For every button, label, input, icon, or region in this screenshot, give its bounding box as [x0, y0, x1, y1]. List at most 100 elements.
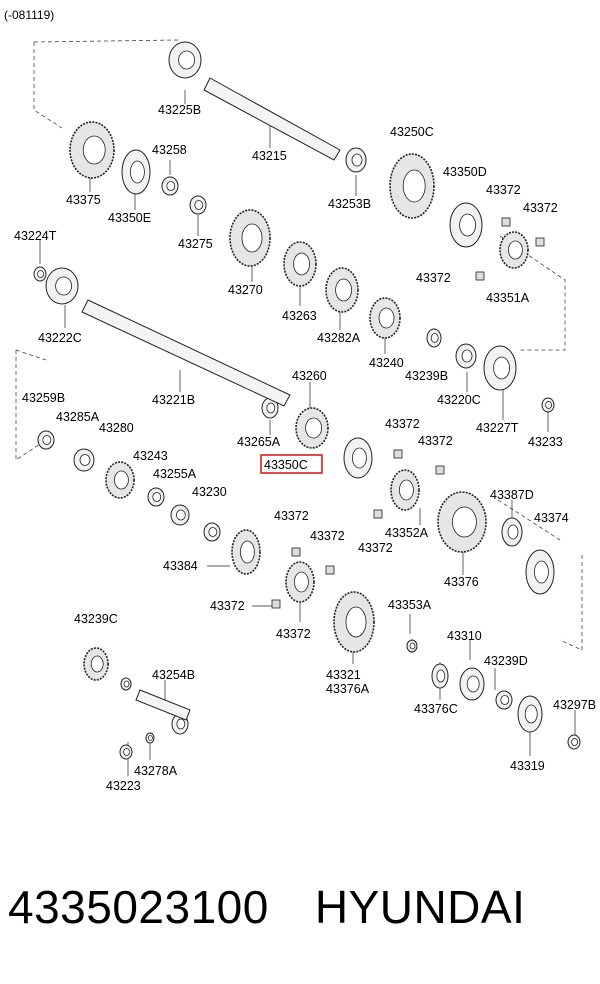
- part-label[interactable]: 43372: [416, 271, 451, 285]
- part-label[interactable]: 43258: [152, 143, 187, 157]
- part-label[interactable]: 43319: [510, 759, 545, 773]
- part-label[interactable]: 43310: [447, 629, 482, 643]
- clip-part: [435, 465, 445, 475]
- part-label[interactable]: 43372: [310, 529, 345, 543]
- gear-part: [333, 591, 375, 653]
- footer: 4335023100 HYUNDAI: [8, 880, 598, 934]
- bearing-part: [459, 667, 485, 701]
- ring-part: [541, 397, 555, 413]
- part-label[interactable]: 43372: [274, 509, 309, 523]
- part-label[interactable]: 43384: [163, 559, 198, 573]
- part-label[interactable]: 43240: [369, 356, 404, 370]
- part-label[interactable]: 43223: [106, 779, 141, 793]
- part-label[interactable]: 43220C: [437, 393, 481, 407]
- part-label[interactable]: 43350D: [443, 165, 487, 179]
- bearing-part: [45, 267, 79, 305]
- part-label[interactable]: 43243: [133, 449, 168, 463]
- part-label[interactable]: 43372: [276, 627, 311, 641]
- shaft-drawings: [81, 77, 341, 721]
- part-label[interactable]: 43372: [385, 417, 420, 431]
- part-label[interactable]: 43215: [252, 149, 287, 163]
- part-label[interactable]: 43375: [66, 193, 101, 207]
- shift-shaft-43321: [135, 689, 191, 721]
- part-label[interactable]: 43372: [418, 434, 453, 448]
- clip-part: [501, 217, 511, 227]
- bearing-part: [345, 147, 367, 173]
- part-label[interactable]: 43221B: [152, 393, 195, 407]
- part-label[interactable]: 43278A: [134, 764, 178, 778]
- part-label[interactable]: 43376A: [326, 682, 370, 696]
- part-label[interactable]: 43253B: [328, 197, 371, 211]
- part-label[interactable]: 43239C: [74, 612, 118, 626]
- ring-part: [501, 517, 523, 547]
- part-label[interactable]: 43254B: [152, 668, 195, 682]
- part-label[interactable]: 43387D: [490, 488, 534, 502]
- gear-part: [285, 561, 315, 603]
- clip-part: [475, 271, 485, 281]
- part-label[interactable]: 43222C: [38, 331, 82, 345]
- part-label[interactable]: 43282A: [317, 331, 361, 345]
- ring-part: [343, 437, 373, 479]
- part-label[interactable]: 43376C: [414, 702, 458, 716]
- ring-part: [37, 430, 55, 450]
- part-label[interactable]: 43376: [444, 575, 479, 589]
- part-label[interactable]: 43259B: [22, 391, 65, 405]
- part-label[interactable]: 43265A: [237, 435, 281, 449]
- part-number: 4335023100: [8, 881, 269, 933]
- ring-part: [431, 663, 449, 689]
- bearing-part: [73, 448, 95, 472]
- part-label[interactable]: 43372: [210, 599, 245, 613]
- gear-part: [105, 461, 135, 499]
- part-label[interactable]: 43297B: [553, 698, 596, 712]
- part-label[interactable]: 43374: [534, 511, 569, 525]
- part-label[interactable]: 43239B: [405, 369, 448, 383]
- part-label[interactable]: 43260: [292, 369, 327, 383]
- part-label[interactable]: 43285A: [56, 410, 100, 424]
- part-label[interactable]: 43270: [228, 283, 263, 297]
- part-label[interactable]: 43352A: [385, 526, 429, 540]
- ring-part: [120, 677, 132, 691]
- bearing-part: [426, 328, 442, 348]
- part-label[interactable]: 43233: [528, 435, 563, 449]
- part-labels: 43225B 43215 43375 43258 43350E 43250C 43350D 4…: [0, 0, 596, 793]
- part-label[interactable]: 43353A: [388, 598, 432, 612]
- part-label[interactable]: 43275: [178, 237, 213, 251]
- ring-part: [483, 345, 517, 391]
- highlighted-part-label[interactable]: 43350C: [264, 458, 308, 472]
- part-label[interactable]: 43255A: [153, 467, 197, 481]
- bearing-part: [161, 176, 179, 196]
- bearing-part: [261, 397, 279, 419]
- part-label[interactable]: 43351A: [486, 291, 530, 305]
- part-label[interactable]: 43350E: [108, 211, 151, 225]
- ring-part: [525, 549, 555, 595]
- part-label[interactable]: 43372: [358, 541, 393, 555]
- part-label[interactable]: 43250C: [390, 125, 434, 139]
- bearing-part: [170, 504, 190, 526]
- main-shaft-43215: [203, 77, 341, 161]
- part-label[interactable]: 43225B: [158, 103, 201, 117]
- part-label[interactable]: 43280: [99, 421, 134, 435]
- ring-part: [406, 639, 418, 653]
- bearing-part: [455, 343, 477, 369]
- ring-part: [203, 522, 221, 542]
- brand-name: HYUNDAI: [314, 881, 526, 933]
- part-label[interactable]: 43372: [486, 183, 521, 197]
- part-label[interactable]: 43230: [192, 485, 227, 499]
- gear-part: [499, 231, 529, 269]
- part-label[interactable]: 43263: [282, 309, 317, 323]
- part-label[interactable]: 43318: [0, 0, 35, 3]
- assembly-guide-lines: [15, 39, 583, 651]
- part-label[interactable]: 43227T: [476, 421, 519, 435]
- clip-part: [325, 565, 335, 575]
- clip-part: [373, 509, 383, 519]
- part-label[interactable]: 43321: [326, 668, 361, 682]
- bearing-part: [168, 41, 202, 79]
- ring-part: [145, 732, 155, 744]
- part-label[interactable]: 43224T: [14, 229, 57, 243]
- part-label[interactable]: 43372: [523, 201, 558, 215]
- gear-drawings: [33, 41, 581, 760]
- gear-part: [325, 267, 359, 313]
- gear-part: [295, 407, 329, 449]
- part-label[interactable]: 43239D: [484, 654, 528, 668]
